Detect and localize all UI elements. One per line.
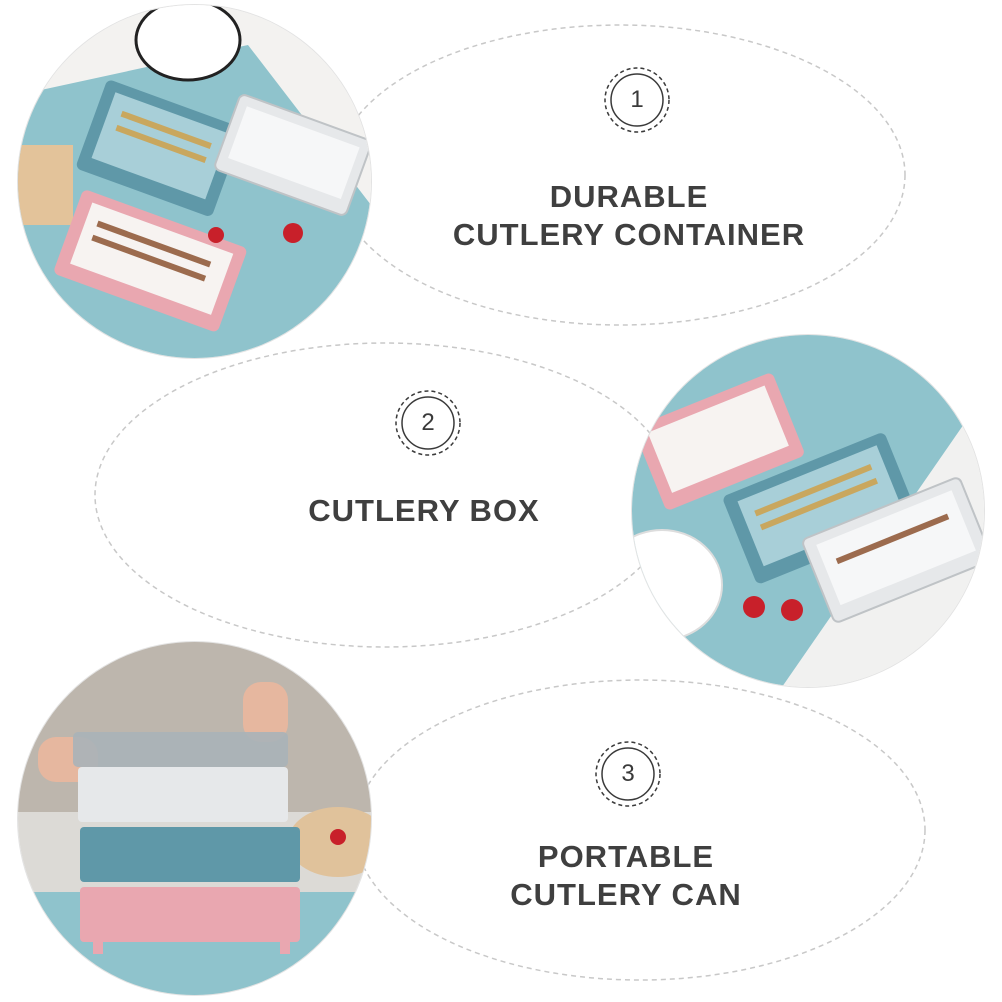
feature-number-1: 1: [630, 86, 644, 113]
feature-number-badge-3: 3: [595, 741, 661, 807]
feature-headline-3-line-1: PORTABLE: [537, 839, 715, 874]
feature-headline-2: CUTLERY BOX: [274, 492, 574, 530]
feature-number-badge-1: 1: [604, 67, 670, 133]
product-photo-3: [18, 642, 371, 995]
feature-number-2: 2: [421, 409, 435, 436]
product-photo-1: [18, 5, 371, 358]
feature-headline-3-line-2: CUTLERY CAN: [510, 877, 742, 912]
feature-number-3: 3: [621, 760, 635, 787]
feature-headline-1: DURABLE CUTLERY CONTAINER: [429, 178, 829, 254]
feature-headline-1-line-1: DURABLE: [549, 179, 709, 214]
feature-number-badge-2: 2: [395, 390, 461, 456]
feature-headline-3: PORTABLE CUTLERY CAN: [476, 838, 776, 914]
feature-headline-2-line-1: CUTLERY BOX: [308, 493, 540, 528]
feature-headline-1-line-2: CUTLERY CONTAINER: [452, 217, 806, 252]
product-photo-2: [632, 335, 984, 687]
